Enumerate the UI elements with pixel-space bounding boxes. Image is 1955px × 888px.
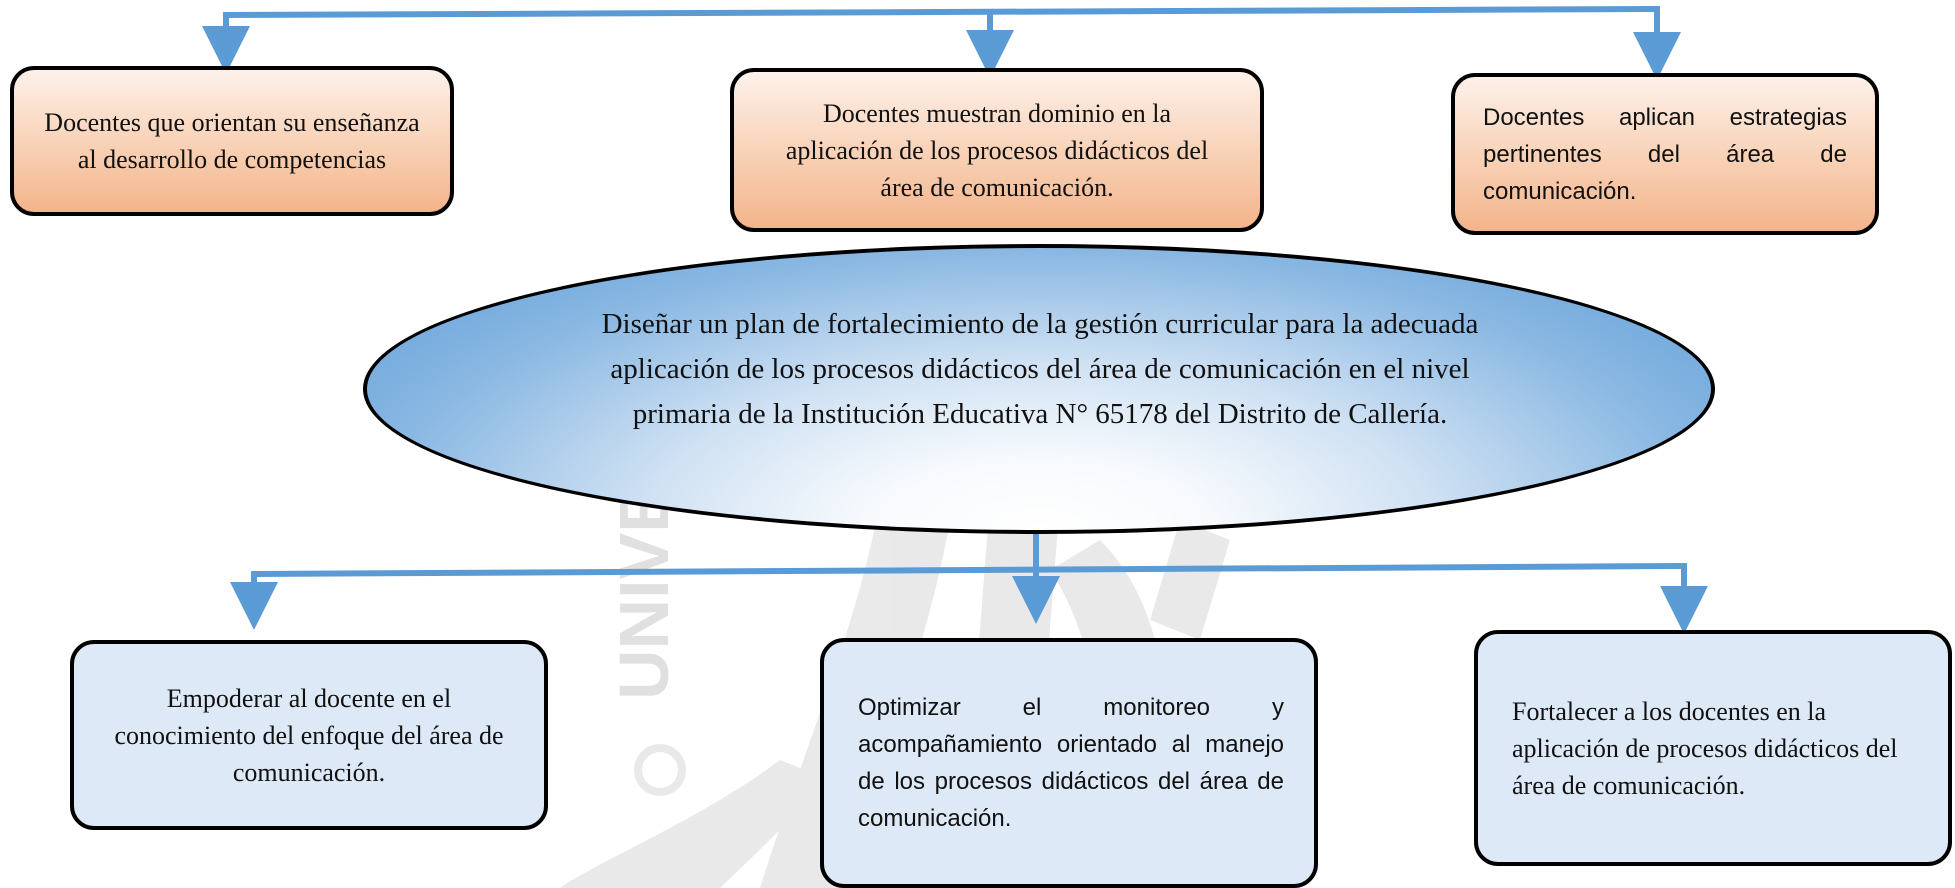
top-box-1-text: Docentes que orientan su enseñanza al de… [44,108,420,174]
bottom-box-2-text: Optimizar el monitoreo y acompañamiento … [858,694,1284,832]
bottom-box-1: Empoderar al docente en el conocimiento … [70,640,548,830]
bottom-box-2: Optimizar el monitoreo y acompañamiento … [820,638,1318,888]
top-box-2-text: Docentes muestran dominio en la aplicaci… [785,98,1209,202]
top-box-1: Docentes que orientan su enseñanza al de… [10,66,454,216]
central-goal-ellipse [363,244,1715,534]
top-connector-bar [222,5,1661,19]
bottom-box-1-text: Empoderar al docente en el conocimiento … [114,683,504,787]
bottom-box-3-text: Fortalecer a los docentes en la aplicaci… [1512,696,1898,800]
top-box-2: Docentes muestran dominio en la aplicaci… [730,68,1264,232]
top-box-3-text: Docentes aplican estrategias pertinentes… [1483,103,1847,205]
central-goal-text: Diseñar un plan de fortalecimiento de la… [601,308,1479,430]
top-box-3: Docentes aplican estrategias pertinentes… [1451,73,1879,235]
bottom-connector-bar [250,562,1688,578]
bottom-box-3: Fortalecer a los docentes en la aplicaci… [1474,630,1952,866]
watermark-text: UNIVE [605,486,683,700]
